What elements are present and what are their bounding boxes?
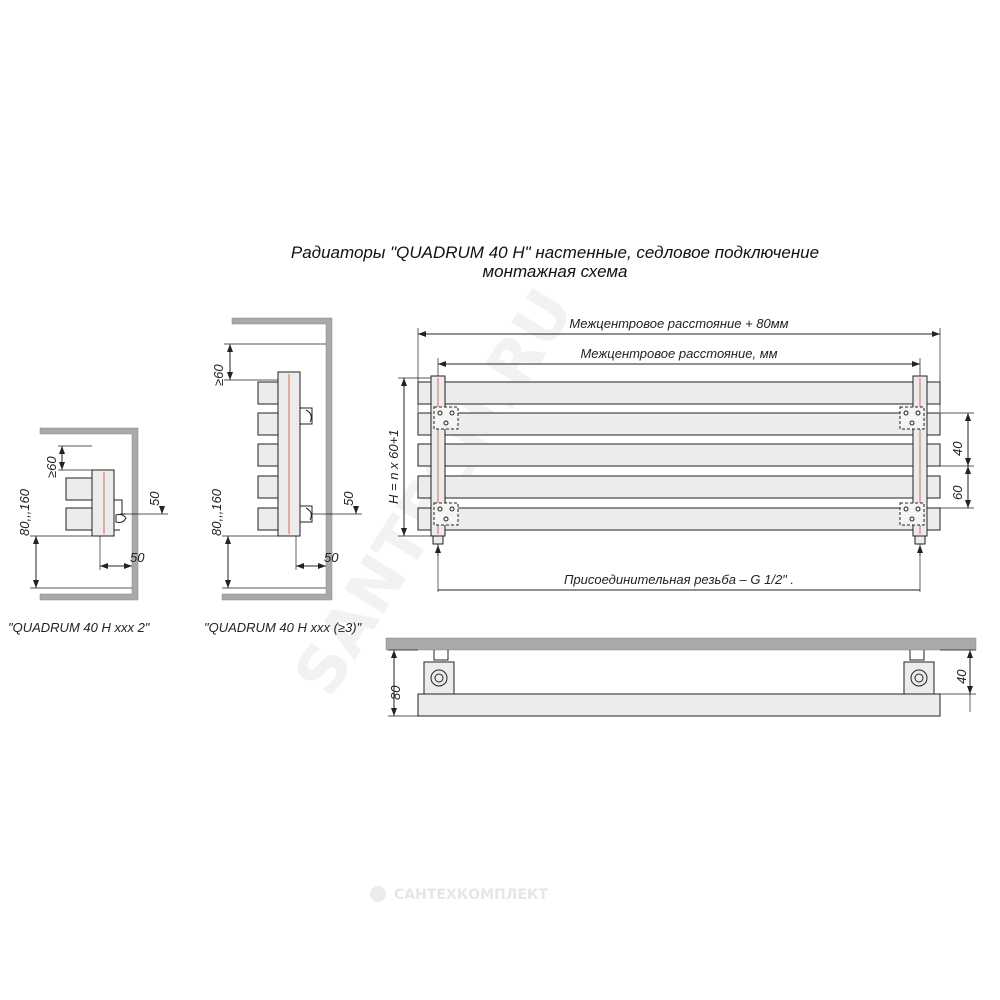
front-tube-2 xyxy=(417,412,941,436)
thread-label: Присоединительная резьба – G 1/2" . xyxy=(564,572,794,587)
pipe-stub-left xyxy=(432,535,444,545)
small-dim-height: 80,,,160 xyxy=(17,488,32,536)
tube-small-upper xyxy=(65,477,93,501)
collector-small xyxy=(91,469,115,537)
connector-left xyxy=(423,661,455,695)
tube-medium-1 xyxy=(257,381,279,405)
front-view: Межцентровое расстояние + 80мм Межцентро… xyxy=(386,316,974,592)
top-dim-right: 40 xyxy=(954,669,969,684)
caption-small: "QUADRUM 40 H xxx 2" xyxy=(8,620,151,635)
dim-center-distance: Межцентровое расстояние, мм xyxy=(580,346,777,361)
front-tube-4 xyxy=(417,475,941,499)
tube-small-lower xyxy=(65,507,93,531)
connector-right xyxy=(903,661,935,695)
mounting-bracket-bottom-right xyxy=(899,502,925,526)
watermark-logo: САНТЕХКОМПЛЕКТ xyxy=(370,886,548,903)
small-dim-top: ≥60 xyxy=(44,456,59,478)
side-view-small: ≥60 80,,,160 50 50 "QUADRUM 40 H xxx 2" xyxy=(8,427,168,635)
small-dim-right: 50 xyxy=(147,491,162,506)
front-tube-1 xyxy=(417,381,941,405)
pipe-stub-right xyxy=(914,535,926,545)
side-view-medium: ≥60 80,,,160 50 50 "QUADRUM 40 H xxx (≥3… xyxy=(204,317,363,635)
mounting-bracket-bottom-left xyxy=(433,502,459,526)
medium-dim-height: 80,,,160 xyxy=(209,488,224,536)
medium-dim-top: ≥60 xyxy=(211,364,226,386)
top-view: 80 40 xyxy=(385,637,977,717)
wall-top-view xyxy=(385,637,977,651)
diagram-subtitle: монтажная схема xyxy=(482,262,628,281)
mounting-bracket-top-right xyxy=(899,406,925,430)
front-tube-5 xyxy=(417,507,941,531)
caption-medium: "QUADRUM 40 H xxx (≥3)" xyxy=(204,620,363,635)
tube-medium-2 xyxy=(257,412,279,436)
dim-total-width: Межцентровое расстояние + 80мм xyxy=(569,316,788,331)
mounting-bracket-top-left xyxy=(433,406,459,430)
diagram-title: Радиаторы "QUADRUM 40 H" настенные, седл… xyxy=(290,243,820,262)
medium-dim-right: 50 xyxy=(341,491,356,506)
wall-outline-medium xyxy=(221,317,333,601)
tube-medium-4 xyxy=(257,475,279,499)
medium-dim-bottom: 50 xyxy=(324,550,339,565)
tube-medium-3 xyxy=(257,443,279,467)
dim-right-top: 40 xyxy=(950,441,965,456)
dim-height-formula: H = n x 60+1 xyxy=(386,430,401,504)
top-view-radiator xyxy=(417,693,941,717)
front-tube-3 xyxy=(417,443,941,467)
top-dim-left: 80 xyxy=(388,685,403,700)
watermark-logo-text: САНТЕХКОМПЛЕКТ xyxy=(394,887,548,903)
wall-outline-small xyxy=(39,427,139,601)
dim-right-bottom: 60 xyxy=(950,485,965,500)
small-dim-bottom: 50 xyxy=(130,550,145,565)
tube-medium-5 xyxy=(257,507,279,531)
